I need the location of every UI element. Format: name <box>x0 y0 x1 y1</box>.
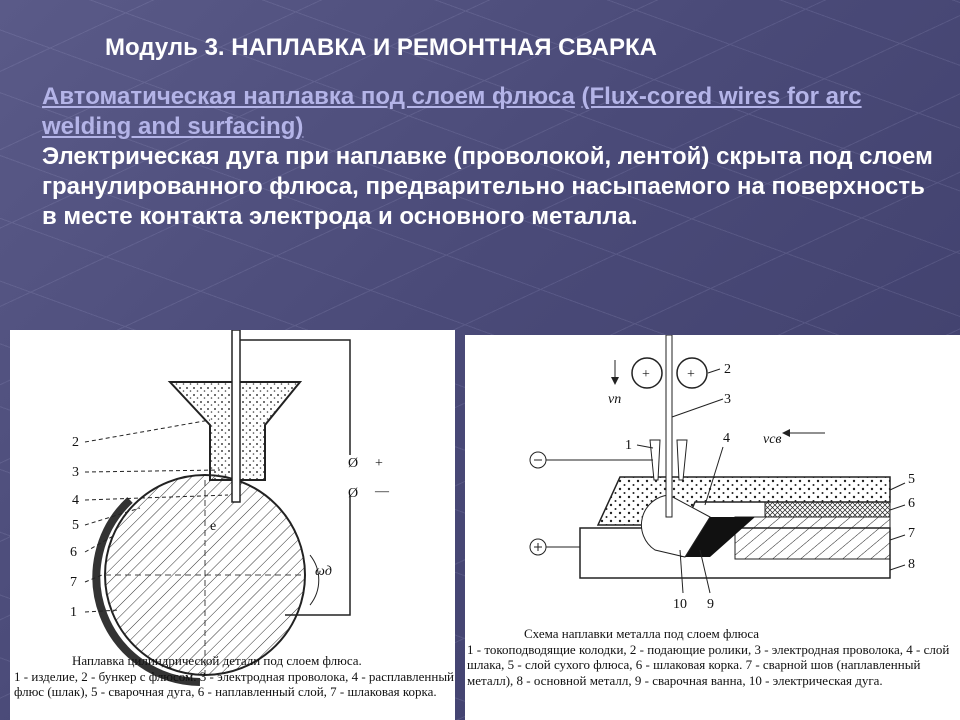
label-3: 3 <box>724 392 731 407</box>
label-7: 7 <box>70 575 77 590</box>
caption-left-title: Наплавка цилиндрической детали под слоем… <box>72 653 362 668</box>
label-5: 5 <box>908 472 915 487</box>
label-9: 9 <box>707 597 714 612</box>
caption-right-text: 1 - токоподводящие колодки, 2 - подающие… <box>467 641 950 688</box>
link-flux-cored-wires[interactable]: (Flux-cored wires for arc welding and su… <box>42 83 862 140</box>
deposited-layer <box>92 497 201 686</box>
svg-text:+: + <box>642 367 650 382</box>
welding-speed-symbol: vсв <box>763 432 782 447</box>
surfacing-scheme-diagram: + + vп vсв 1 2 3 4 5 6 7 8 9 10 <box>529 335 915 612</box>
caption-right: Схема наплавки металла под слоем флюса 1… <box>467 626 957 688</box>
label-6: 6 <box>908 496 915 511</box>
caption-right-title: Схема наплавки металла под слоем флюса <box>524 626 760 641</box>
label-1: 1 <box>70 605 77 620</box>
offset-e-symbol: e <box>210 519 216 534</box>
label-2: 2 <box>72 435 79 450</box>
label-10: 10 <box>673 597 687 612</box>
label-6: 6 <box>70 545 77 560</box>
figure-cylindrical-surfacing: Ø Ø + — e ωд 2 3 4 5 6 7 1 Наплавка цили… <box>10 330 455 720</box>
slide-body: Автоматическая наплавка под слоем флюса … <box>42 82 942 232</box>
feed-roller-right <box>676 357 708 389</box>
label-4: 4 <box>723 431 730 446</box>
body-text: Электрическая дуга при наплавке (проволо… <box>42 143 933 230</box>
contact-jaw-left <box>649 439 661 481</box>
terminal-1: Ø <box>348 456 358 471</box>
electrode-wire <box>665 335 673 518</box>
rotation-omega-symbol: ωд <box>315 564 332 579</box>
weld-seam <box>734 516 891 560</box>
label-7: 7 <box>908 526 915 541</box>
label-5: 5 <box>72 518 79 533</box>
label-1: 1 <box>625 438 632 453</box>
plus-sign: + <box>375 456 383 471</box>
caption-left: Наплавка цилиндрической детали под слоем… <box>14 653 454 700</box>
minus-sign: — <box>374 484 390 499</box>
link-automatic-surfacing[interactable]: Автоматическая наплавка под слоем флюса <box>42 83 575 110</box>
electrode-wire <box>231 330 241 503</box>
contact-jaw-right <box>676 439 688 481</box>
caption-left-text: 1 - изделие, 2 - бункер с флюсом. 3 - эл… <box>14 668 455 700</box>
label-4: 4 <box>72 493 79 508</box>
arc-zone <box>640 494 711 558</box>
feed-roller-left <box>631 357 663 389</box>
feed-speed-symbol: vп <box>608 392 621 407</box>
label-8: 8 <box>908 557 915 572</box>
slag-crust <box>764 501 891 518</box>
slide-title: Модуль 3. НАПЛАВКА И РЕМОНТНАЯ СВАРКА <box>105 34 657 61</box>
label-3: 3 <box>72 465 79 480</box>
figure-flux-surfacing-scheme: + + vп vсв 1 2 3 4 5 6 7 8 9 10 <box>465 335 960 720</box>
cylinder-diagram: Ø Ø + — e ωд 2 3 4 5 6 7 1 <box>70 330 390 686</box>
svg-text:+: + <box>687 367 695 382</box>
terminal-2: Ø <box>348 486 358 501</box>
label-2: 2 <box>724 362 731 377</box>
weld-pool <box>680 517 755 557</box>
